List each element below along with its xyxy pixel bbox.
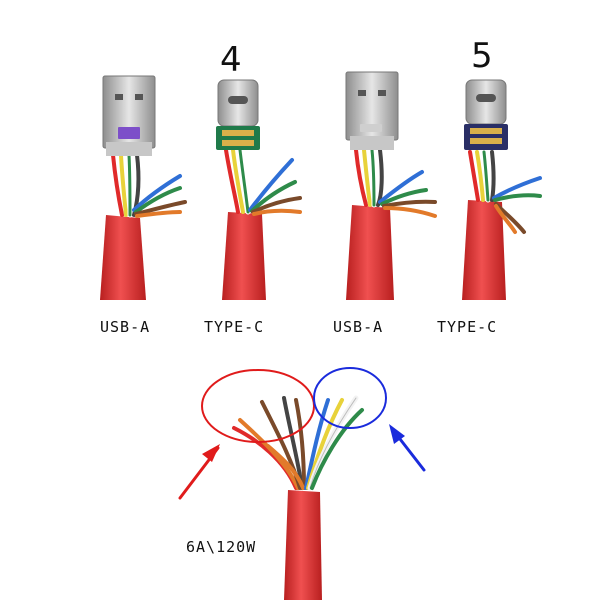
type-c-plug bbox=[464, 79, 508, 150]
group4-usb-a-cable bbox=[100, 75, 187, 300]
power-wires bbox=[232, 396, 306, 490]
group4-type-c-cable bbox=[216, 79, 302, 300]
usb-a-plug bbox=[102, 75, 156, 156]
cable-sheath bbox=[462, 200, 506, 300]
data-wires-highlight-circle bbox=[313, 367, 387, 429]
cable-sheath bbox=[284, 490, 322, 600]
cable-spec-label: 6A\120W bbox=[186, 538, 257, 556]
wires bbox=[224, 147, 302, 216]
group5-usb-a-cable bbox=[345, 71, 437, 300]
group5-type-c-label: TYPE-C bbox=[437, 318, 498, 336]
cable-sheath bbox=[346, 205, 394, 300]
data-wires bbox=[304, 395, 364, 491]
blue-arrow bbox=[389, 424, 426, 472]
wires bbox=[354, 147, 437, 218]
group-number-4: 4 bbox=[220, 40, 242, 80]
group5-type-c-cable bbox=[462, 79, 542, 300]
type-c-plug bbox=[216, 79, 260, 150]
usb-a-plug bbox=[345, 71, 399, 150]
group4-usb-a-label: USB-A bbox=[100, 318, 151, 336]
group5-usb-a-label: USB-A bbox=[333, 318, 384, 336]
group4-type-c-label: TYPE-C bbox=[204, 318, 265, 336]
cable-sheath bbox=[100, 215, 146, 300]
bottom-cable bbox=[178, 367, 426, 600]
group-number-5: 5 bbox=[471, 36, 493, 76]
wires bbox=[111, 152, 187, 218]
wires bbox=[468, 149, 542, 234]
cable-sheath bbox=[222, 212, 266, 300]
power-wires-highlight-circle bbox=[201, 369, 315, 443]
red-arrow bbox=[178, 444, 220, 500]
